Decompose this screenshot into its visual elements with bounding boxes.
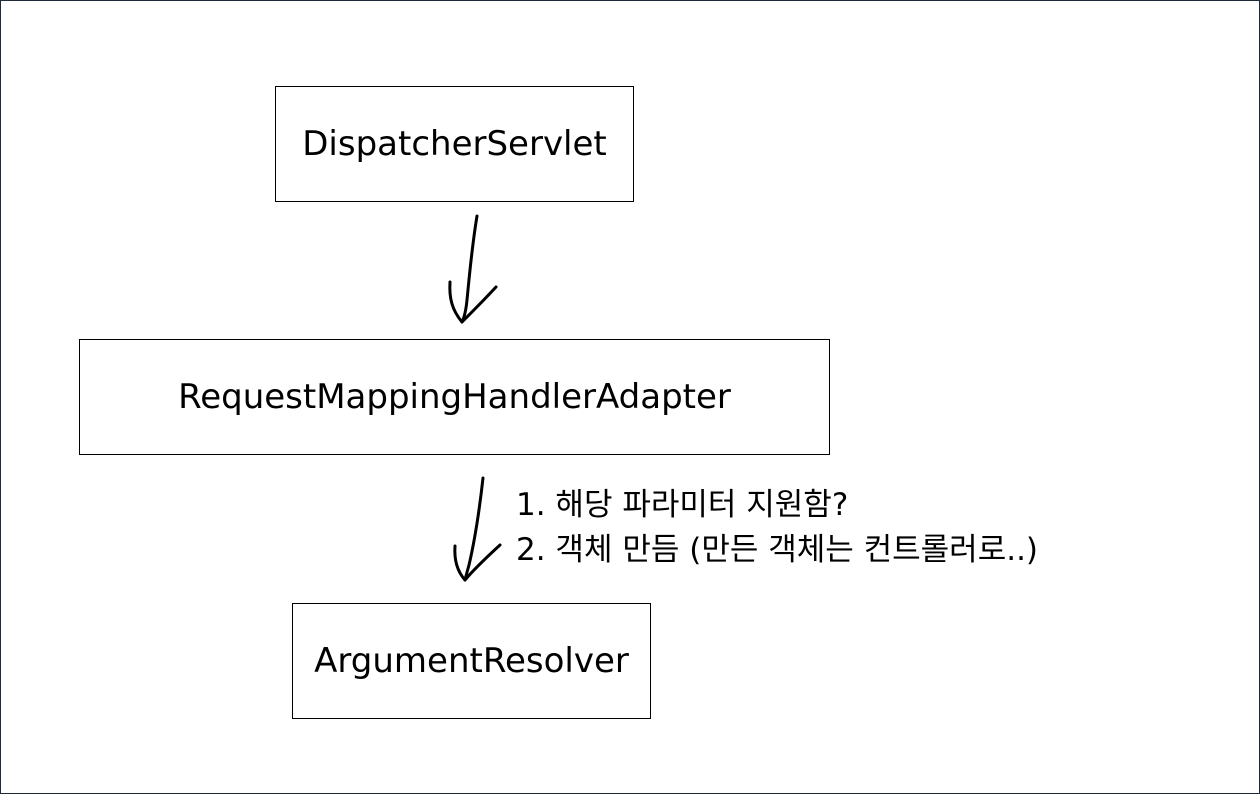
node-request-mapping-handler-adapter: RequestMappingHandlerAdapter	[79, 339, 830, 455]
node-argument-resolver: ArgumentResolver	[292, 603, 651, 719]
node-label: RequestMappingHandlerAdapter	[178, 377, 731, 417]
annotation-line-1: 1. 해당 파라미터 지원함?	[516, 487, 849, 523]
node-label: ArgumentResolver	[314, 641, 629, 681]
annotation-line-2: 2. 객체 만듬 (만든 객체는 컨트롤러로..)	[516, 532, 1039, 568]
node-dispatcher-servlet: DispatcherServlet	[275, 86, 634, 202]
node-label: DispatcherServlet	[302, 124, 607, 164]
